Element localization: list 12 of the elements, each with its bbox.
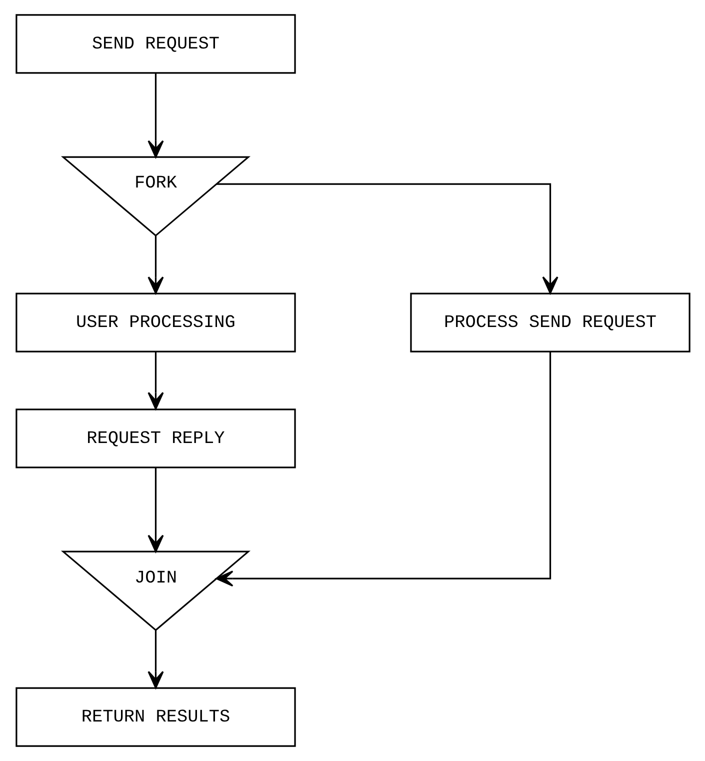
node-box: USER PROCESSING	[15, 292, 296, 352]
arrow	[147, 468, 164, 552]
arrow	[147, 352, 164, 410]
arrow	[215, 352, 551, 587]
arrow	[147, 630, 164, 689]
node-box: RETURN RESULTS	[15, 687, 296, 747]
node-box: PROCESS SEND REQUEST	[410, 292, 690, 352]
arrow	[147, 73, 164, 158]
node-box: REQUEST REPLY	[15, 408, 296, 468]
node-box: SEND REQUEST	[15, 14, 296, 74]
arrow	[216, 183, 558, 294]
arrow	[147, 236, 164, 294]
